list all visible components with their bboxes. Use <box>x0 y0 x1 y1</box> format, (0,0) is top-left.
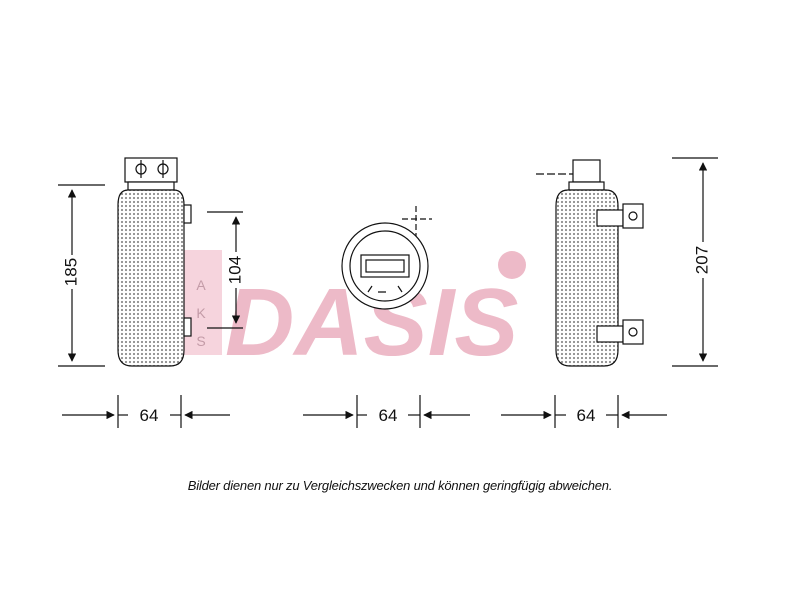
right-drier-head <box>572 159 601 183</box>
left-drier-head <box>124 157 178 183</box>
watermark-letter-s: S <box>196 333 205 349</box>
dimension-width-right-label: 64 <box>577 406 596 425</box>
left-drier-clip-bottom <box>183 317 192 337</box>
left-drier-body <box>117 189 185 367</box>
dimension-width-left <box>62 395 230 428</box>
right-drier-body <box>555 189 619 367</box>
center-top-inner-circle <box>349 230 421 302</box>
center-top-head <box>360 254 410 278</box>
left-drier-view <box>117 157 192 367</box>
center-top-view <box>341 206 432 310</box>
dimension-right-height-label: 207 <box>692 246 711 274</box>
dimension-width-left-label: 64 <box>140 406 159 425</box>
right-drier-view <box>536 159 644 367</box>
disclaimer-caption: Bilder dienen nur zu Vergleichszwecken u… <box>187 478 613 493</box>
watermark-block <box>180 250 222 355</box>
right-drier-bracket-top <box>596 209 624 227</box>
watermark-dot <box>498 251 526 279</box>
dimension-width-right <box>501 395 667 428</box>
watermark-letter-a: A <box>196 277 206 293</box>
dimension-left-inner-height-label: 104 <box>225 256 244 284</box>
dimension-width-center-label: 64 <box>379 406 398 425</box>
left-drier-clip-top <box>183 204 192 224</box>
watermark-letter-k: K <box>196 305 206 321</box>
right-drier-bracket-bottom <box>596 325 624 343</box>
dimension-left-height-label: 185 <box>61 258 80 286</box>
dimension-width-center <box>303 395 470 428</box>
